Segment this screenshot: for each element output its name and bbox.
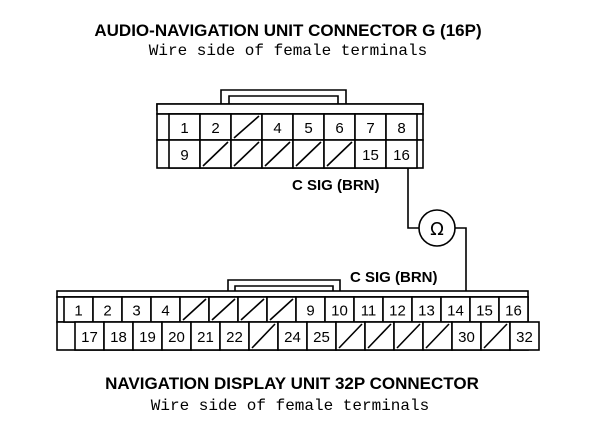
bottom-row1-pin-label: 12 [389,303,406,320]
bottom-row2-blank-slash [251,323,276,349]
top-connector-rim [156,103,424,115]
top-row1-blank-slash [233,115,260,139]
bottom-row2-pin-label: 24 [284,329,301,346]
bottom-row2-cell [451,321,482,351]
bottom-row1-pin-label: 15 [476,303,493,320]
bottom-row1-pin-label: 9 [306,303,314,320]
bottom-row2-cell [74,321,105,351]
bottom-row2-blank-slash [396,323,421,349]
top-wire-label: C SIG (BRN) [292,177,380,194]
top-row1-cell [323,113,356,141]
top-row1-pin-label: 5 [304,120,312,137]
bottom-row1-cell [63,296,94,323]
bottom-row1-pin-label: 13 [418,303,435,320]
top-row1-pin-label: 6 [335,120,343,137]
top-row2-pin-label: 16 [393,147,410,164]
bottom-row2-pin-label: 19 [139,329,156,346]
top-row2-cell [354,139,387,169]
top-row1-pin-label: 8 [397,120,405,137]
top-row2-cell [385,139,418,169]
top-connector-subtitle: Wire side of female terminals [149,42,427,60]
wire-from-top-pin-16 [407,168,419,229]
bottom-row2-blank-slash [338,323,363,349]
top-row1-cell [199,113,232,141]
top-row2-blank-slash [326,141,353,167]
bottom-row2-blank-slash [483,323,508,349]
bottom-row2-pin-label: 25 [313,329,330,346]
top-row1-pin-label: 4 [273,120,281,137]
bottom-row1-cell [353,296,384,323]
bottom-wire-label: C SIG (BRN) [350,269,438,286]
top-connector-title: AUDIO-NAVIGATION UNIT CONNECTOR G (16P) [94,21,481,40]
top-row2-blank-slash [233,141,260,167]
ohm-symbol: Ω [430,219,444,240]
bottom-connector-rim [56,290,529,298]
bottom-connector-lock-tab [227,279,341,291]
bottom-row1-pin-label: 14 [447,303,464,320]
bottom-row2-blank-slash [425,323,450,349]
bottom-row1-cell [498,296,529,323]
bottom-row2-pin-label: 22 [226,329,243,346]
bottom-row2-pin-label: 18 [110,329,127,346]
bottom-row2-cell [306,321,337,351]
bottom-row2-pin-label: 32 [516,329,533,346]
bottom-row1-cell [382,296,413,323]
bottom-row1-pin-label: 16 [505,303,522,320]
top-row2-blank-slash [264,141,291,167]
bottom-row1-pin-label: 4 [161,303,169,320]
wire-to-bottom-pin-15 [455,227,467,297]
bottom-row2-pin-label: 17 [81,329,98,346]
top-row1-pin-label: 1 [180,120,188,137]
bottom-row2-cell [509,321,540,351]
bottom-connector-subtitle: Wire side of female terminals [151,397,429,415]
bottom-row1-blank-slash [269,298,294,321]
bottom-row1-cell [121,296,152,323]
bottom-row1-pin-label: 11 [361,303,377,320]
top-row1-pin-label: 2 [211,120,219,137]
bottom-row1-blank-slash [182,298,207,321]
bottom-row2-pin-label: 30 [458,329,475,346]
bottom-row1-pin-label: 3 [132,303,140,320]
bottom-row2-pin-label: 20 [168,329,185,346]
bottom-row2-blank-slash [367,323,392,349]
top-row1-cell [292,113,325,141]
bottom-row2-cell [277,321,308,351]
top-row2-blank-slash [202,141,229,167]
top-connector-lock-tab [220,89,347,104]
top-row2-blank-slash [295,141,322,167]
bottom-row1-pin-label: 10 [331,303,348,320]
bottom-row1-cell [150,296,181,323]
top-connector: 1 2 4 5 6 7 8 9 15 16 [156,89,424,169]
bottom-row1-pin-label: 1 [74,303,82,320]
top-row2-pin-label: 9 [180,147,188,164]
bottom-row1-blank-slash [240,298,265,321]
bottom-row1-pin-label: 2 [103,303,111,320]
bottom-row1-blank-slash [211,298,236,321]
bottom-row1-cell [469,296,500,323]
top-row1-pin-label: 7 [366,120,374,137]
top-row1-cell [354,113,387,141]
bottom-row2-cell [103,321,134,351]
bottom-connector-title: NAVIGATION DISPLAY UNIT 32P CONNECTOR [105,374,479,393]
top-row2-pin-label: 15 [362,147,379,164]
bottom-row2-pin-label: 21 [197,329,214,346]
